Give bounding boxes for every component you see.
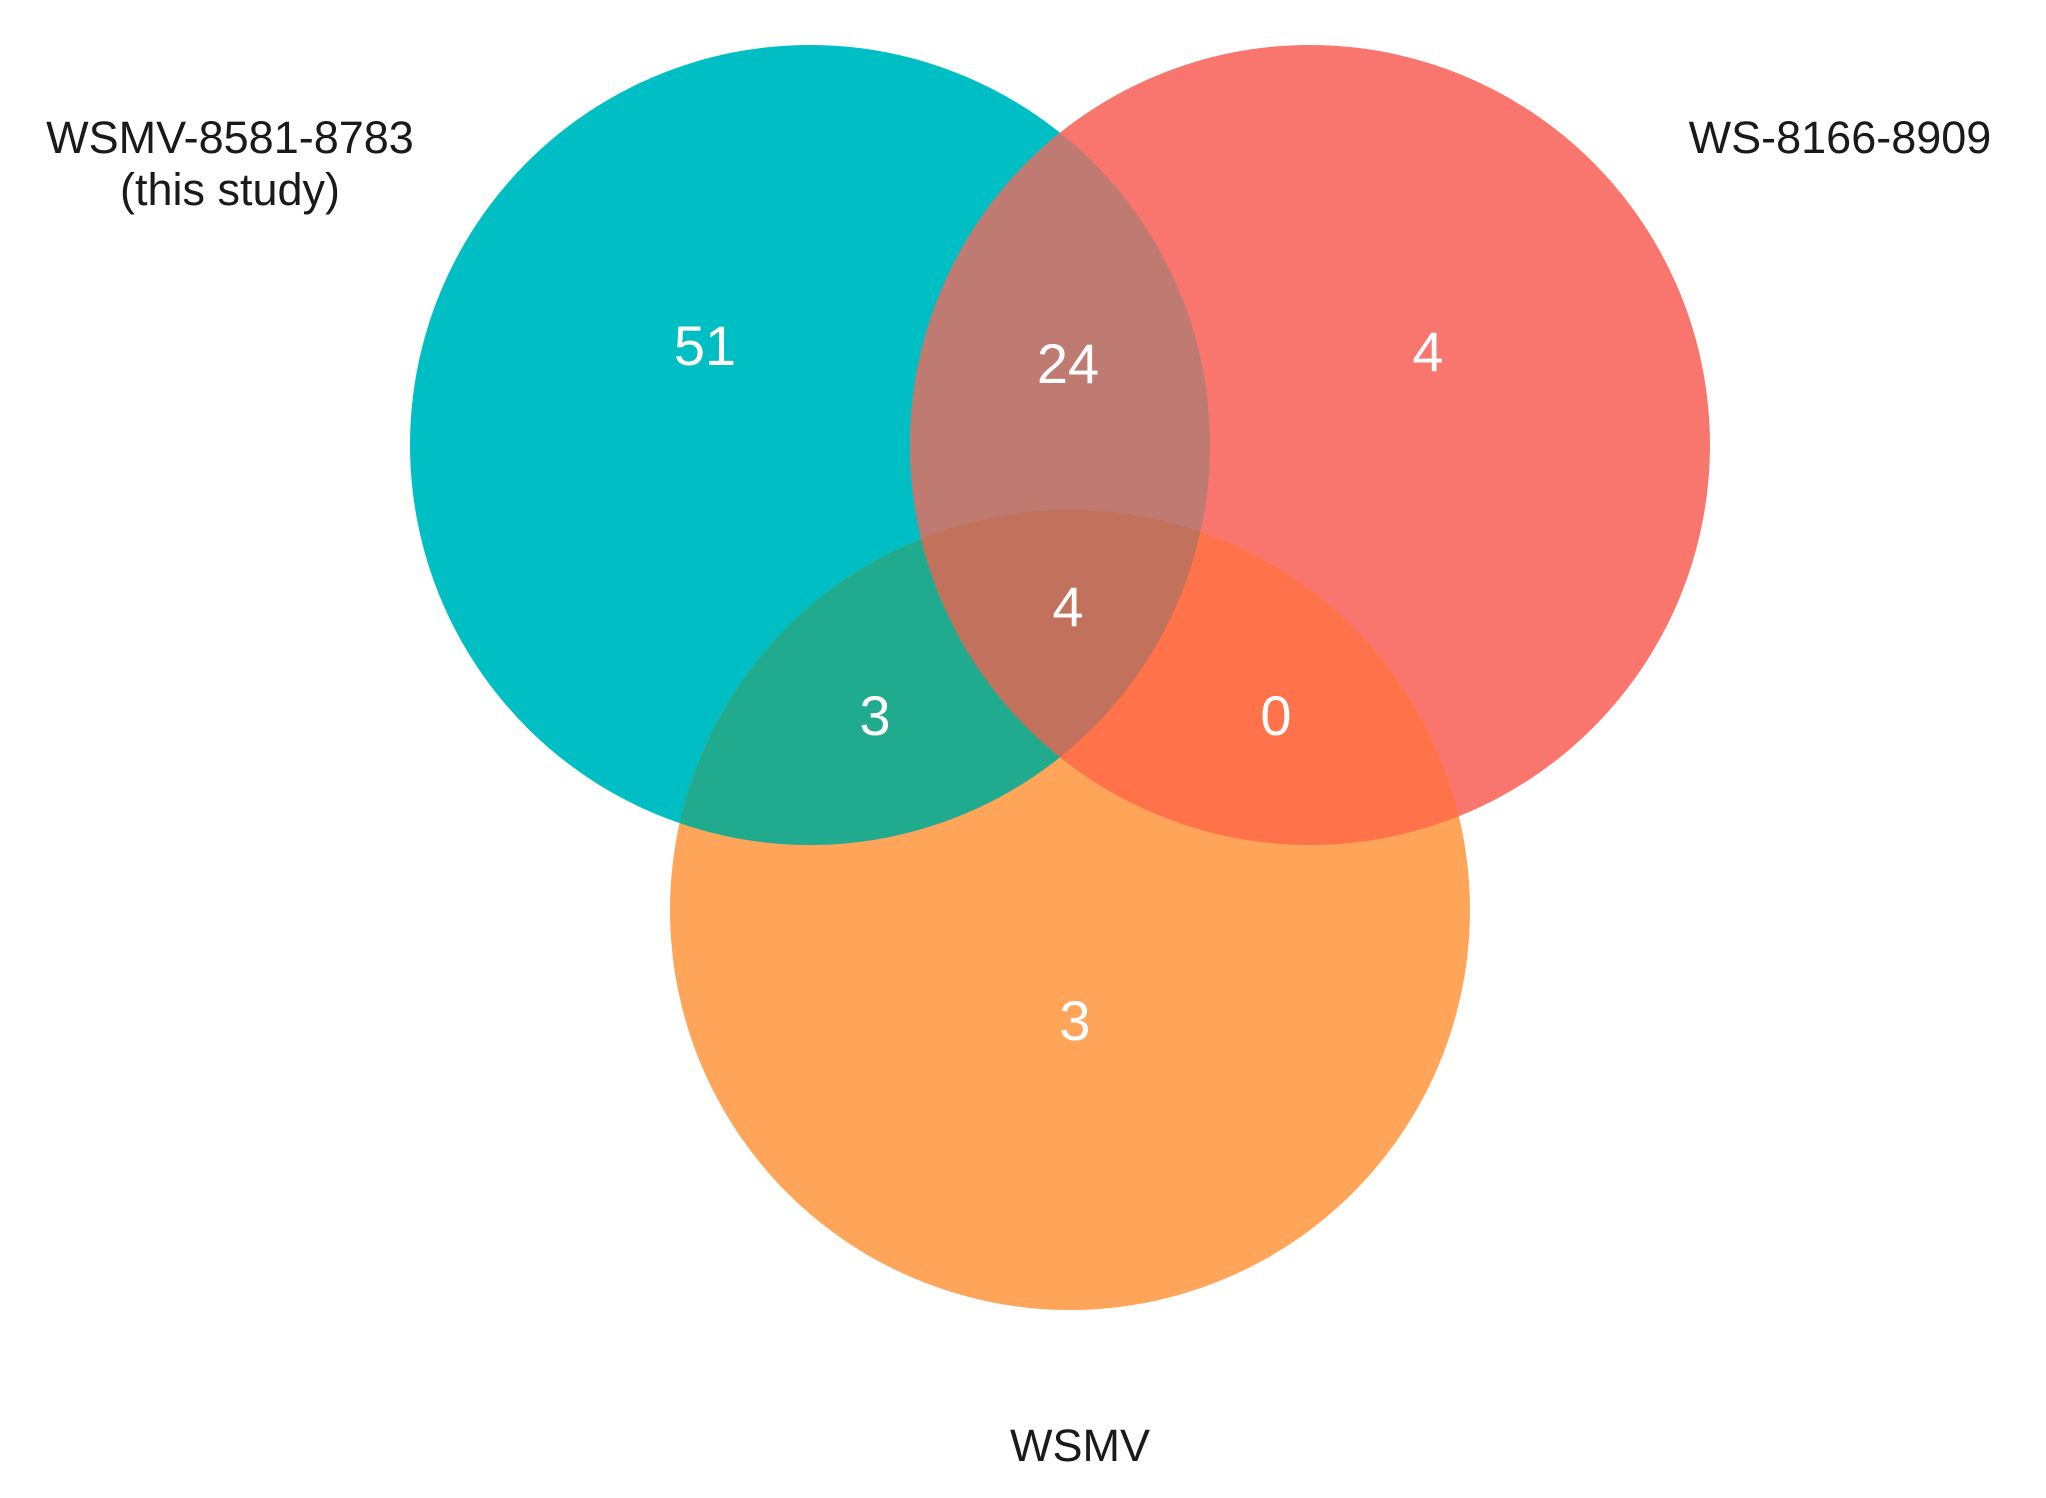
set-label-c-line1: WSMV — [1010, 1420, 1150, 1471]
set-label-b: WS-8166-8909 — [1650, 112, 2030, 164]
set-label-a-line1: WSMV-8581-8783 — [46, 112, 414, 163]
overlap-ac — [670, 510, 1210, 845]
count-abc: 4 — [1052, 575, 1083, 638]
count-a-only: 51 — [674, 314, 736, 377]
count-b-only: 4 — [1412, 320, 1443, 383]
count-ab: 24 — [1037, 332, 1099, 395]
set-label-c: WSMV — [980, 1420, 1180, 1472]
set-label-a: WSMV-8581-8783 (this study) — [30, 112, 430, 216]
overlap-bc — [910, 510, 1470, 845]
set-label-b-line1: WS-8166-8909 — [1688, 112, 1992, 163]
set-label-a-line2: (this study) — [119, 164, 341, 215]
count-bc: 0 — [1260, 684, 1291, 747]
count-ac: 3 — [859, 684, 890, 747]
count-c-only: 3 — [1059, 989, 1090, 1052]
